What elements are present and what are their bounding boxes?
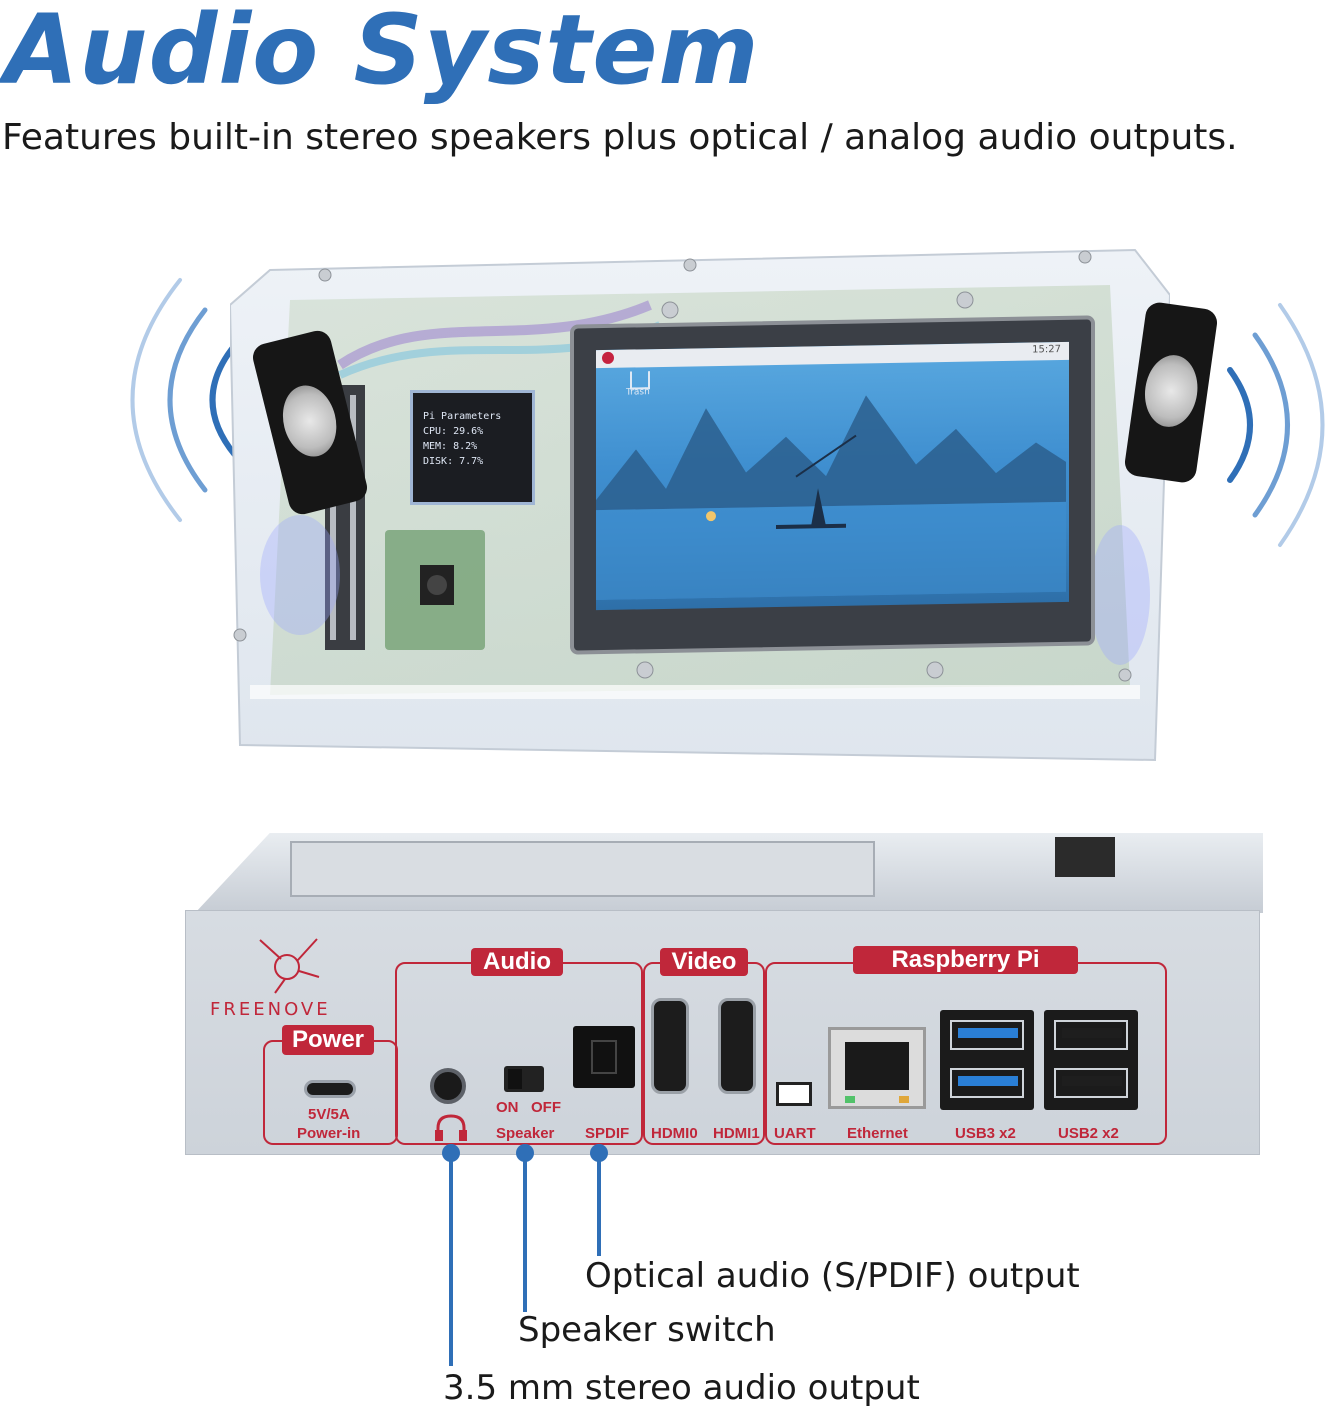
raspberry-pi-group-label: Raspberry Pi bbox=[853, 946, 1078, 974]
speaker-cone bbox=[275, 379, 344, 463]
touch-screen: 15:27 Trash bbox=[570, 315, 1095, 655]
ethernet-port[interactable] bbox=[828, 1027, 926, 1109]
uart-label: UART bbox=[774, 1125, 816, 1142]
usb3-label: USB3 x2 bbox=[955, 1125, 1016, 1142]
oled-title: Pi Parameters bbox=[423, 411, 502, 422]
freenove-logo-icon bbox=[259, 938, 320, 994]
usb3-slot bbox=[950, 1068, 1024, 1098]
usb-c-power-port[interactable] bbox=[304, 1080, 356, 1098]
uart-port[interactable] bbox=[776, 1082, 812, 1106]
speaker-cone bbox=[1140, 351, 1202, 431]
ethernet-led-amber bbox=[899, 1096, 909, 1103]
switch-on-label: ON bbox=[496, 1099, 519, 1116]
case-top-view bbox=[195, 833, 1263, 913]
usb3-ports[interactable] bbox=[940, 1010, 1034, 1110]
audio-jack-port[interactable] bbox=[430, 1068, 466, 1104]
callout-line-analog bbox=[449, 1152, 453, 1366]
callout-line-switch bbox=[523, 1152, 527, 1312]
audio-group-label: Audio bbox=[471, 948, 563, 976]
brand-name: FREENOVE bbox=[210, 999, 331, 1020]
hdmi0-label: HDMI0 bbox=[651, 1125, 698, 1142]
page-subtitle: Features built-in stereo speakers plus o… bbox=[2, 117, 1238, 158]
ethernet-led-green bbox=[845, 1096, 855, 1103]
callout-optical: Optical audio (S/PDIF) output bbox=[585, 1256, 1080, 1296]
sound-wave-icon bbox=[1227, 303, 1325, 547]
switch-off-label: OFF bbox=[531, 1099, 561, 1116]
callout-speaker-switch: Speaker switch bbox=[518, 1310, 776, 1350]
switch-knob bbox=[508, 1069, 522, 1089]
callout-analog: 3.5 mm stereo audio output bbox=[443, 1368, 920, 1408]
desktop-wallpaper: 15:27 Trash bbox=[596, 341, 1069, 611]
callout-line-optical bbox=[597, 1152, 601, 1256]
taskbar-clock: 15:27 bbox=[1032, 344, 1061, 356]
sound-wave-icon bbox=[130, 278, 238, 522]
hdmi1-label: HDMI1 bbox=[713, 1125, 760, 1142]
ethernet-socket bbox=[845, 1042, 909, 1090]
page-title: Audio System bbox=[4, 0, 760, 106]
oled-disk: DISK: 7.7% bbox=[423, 456, 484, 467]
oled-cpu: CPU: 29.6% bbox=[423, 426, 484, 437]
speaker-label: Speaker bbox=[496, 1125, 555, 1142]
usb2-slot bbox=[1054, 1068, 1128, 1098]
usb2-slot bbox=[1054, 1020, 1128, 1050]
acrylic-window bbox=[290, 841, 875, 897]
oled-display: Pi Parameters CPU: 29.6% MEM: 8.2% DISK:… bbox=[410, 390, 535, 505]
raspberry-icon bbox=[602, 351, 614, 365]
power-in-label: Power-in bbox=[297, 1125, 361, 1142]
power-spec-label: 5V/5A bbox=[308, 1106, 350, 1123]
taskbar: 15:27 bbox=[596, 341, 1069, 369]
mountain-scene bbox=[596, 395, 1066, 601]
spdif-port[interactable] bbox=[573, 1026, 635, 1088]
hdmi1-port[interactable] bbox=[718, 998, 756, 1094]
speaker-switch[interactable] bbox=[504, 1066, 544, 1092]
video-group-label: Video bbox=[660, 948, 748, 976]
oled-mem: MEM: 8.2% bbox=[423, 441, 478, 452]
fan-header bbox=[1055, 837, 1115, 877]
usb2-label: USB2 x2 bbox=[1058, 1125, 1119, 1142]
hdmi0-port[interactable] bbox=[651, 998, 689, 1094]
usb2-ports[interactable] bbox=[1044, 1010, 1138, 1110]
spdif-label: SPDIF bbox=[585, 1125, 630, 1142]
ethernet-label: Ethernet bbox=[847, 1125, 908, 1142]
usb3-slot bbox=[950, 1020, 1024, 1050]
spdif-shutter bbox=[591, 1040, 617, 1074]
headphone-icon bbox=[435, 1114, 467, 1141]
power-group-label: Power bbox=[282, 1025, 374, 1055]
